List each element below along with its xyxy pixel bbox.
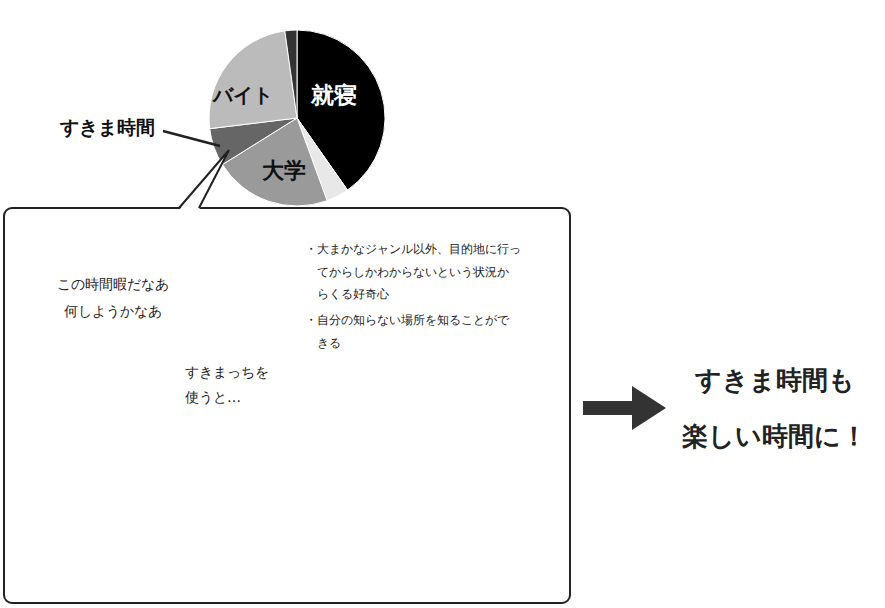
label-holder: すきま時間 [60, 115, 155, 141]
callout-label: すきま時間 [60, 115, 155, 141]
callout-pointer [179, 150, 229, 208]
slice-label: 就寝 [311, 80, 357, 111]
feature-bullet: ・大まかなジャンル以外、目的地に行っ てからしかわからないという状況か らくる好… [305, 238, 553, 306]
text-holder: この時間暇だなあ 何しようかなあ [51, 271, 175, 325]
flow-arrow [583, 401, 632, 415]
conclusion-text: すきま時間も 楽しい時間に！ [672, 352, 877, 464]
pie-slice [285, 30, 297, 118]
label-holder: 大学 [262, 156, 306, 186]
label-holder: 就寝 [311, 80, 357, 111]
text-holder: ・自分の知らない場所を知ることがで きる [305, 309, 527, 354]
callout-pointer [179, 150, 229, 210]
thought-text: この時間暇だなあ 何しようかなあ [51, 271, 175, 325]
action-text: すきまっちを 使うと… [185, 360, 281, 410]
pie-chart [209, 30, 385, 206]
label-holder: バイト [213, 82, 273, 109]
callout-border [4, 208, 570, 603]
pie-slice [209, 31, 297, 129]
slice-label: バイト [213, 82, 273, 109]
leader-line [163, 131, 220, 146]
callout-box: この時間暇だなあ 何しようかなあすきまっちを 使うと… ・大まかなジャンル以外、目… [3, 207, 571, 604]
feature-bullet: ・自分の知らない場所を知ることがで きる [305, 309, 527, 354]
conclusion-text: すきま時間も 楽しい時間に！ [672, 348, 877, 468]
text-holder: すきま時間も 楽しい時間に！ [672, 352, 877, 464]
slice-label: 大学 [262, 156, 306, 186]
text-holder: ・大まかなジャンル以外、目的地に行っ てからしかわからないという状況か らくる好… [305, 238, 553, 306]
text-holder: すきまっちを 使うと… [185, 360, 281, 410]
